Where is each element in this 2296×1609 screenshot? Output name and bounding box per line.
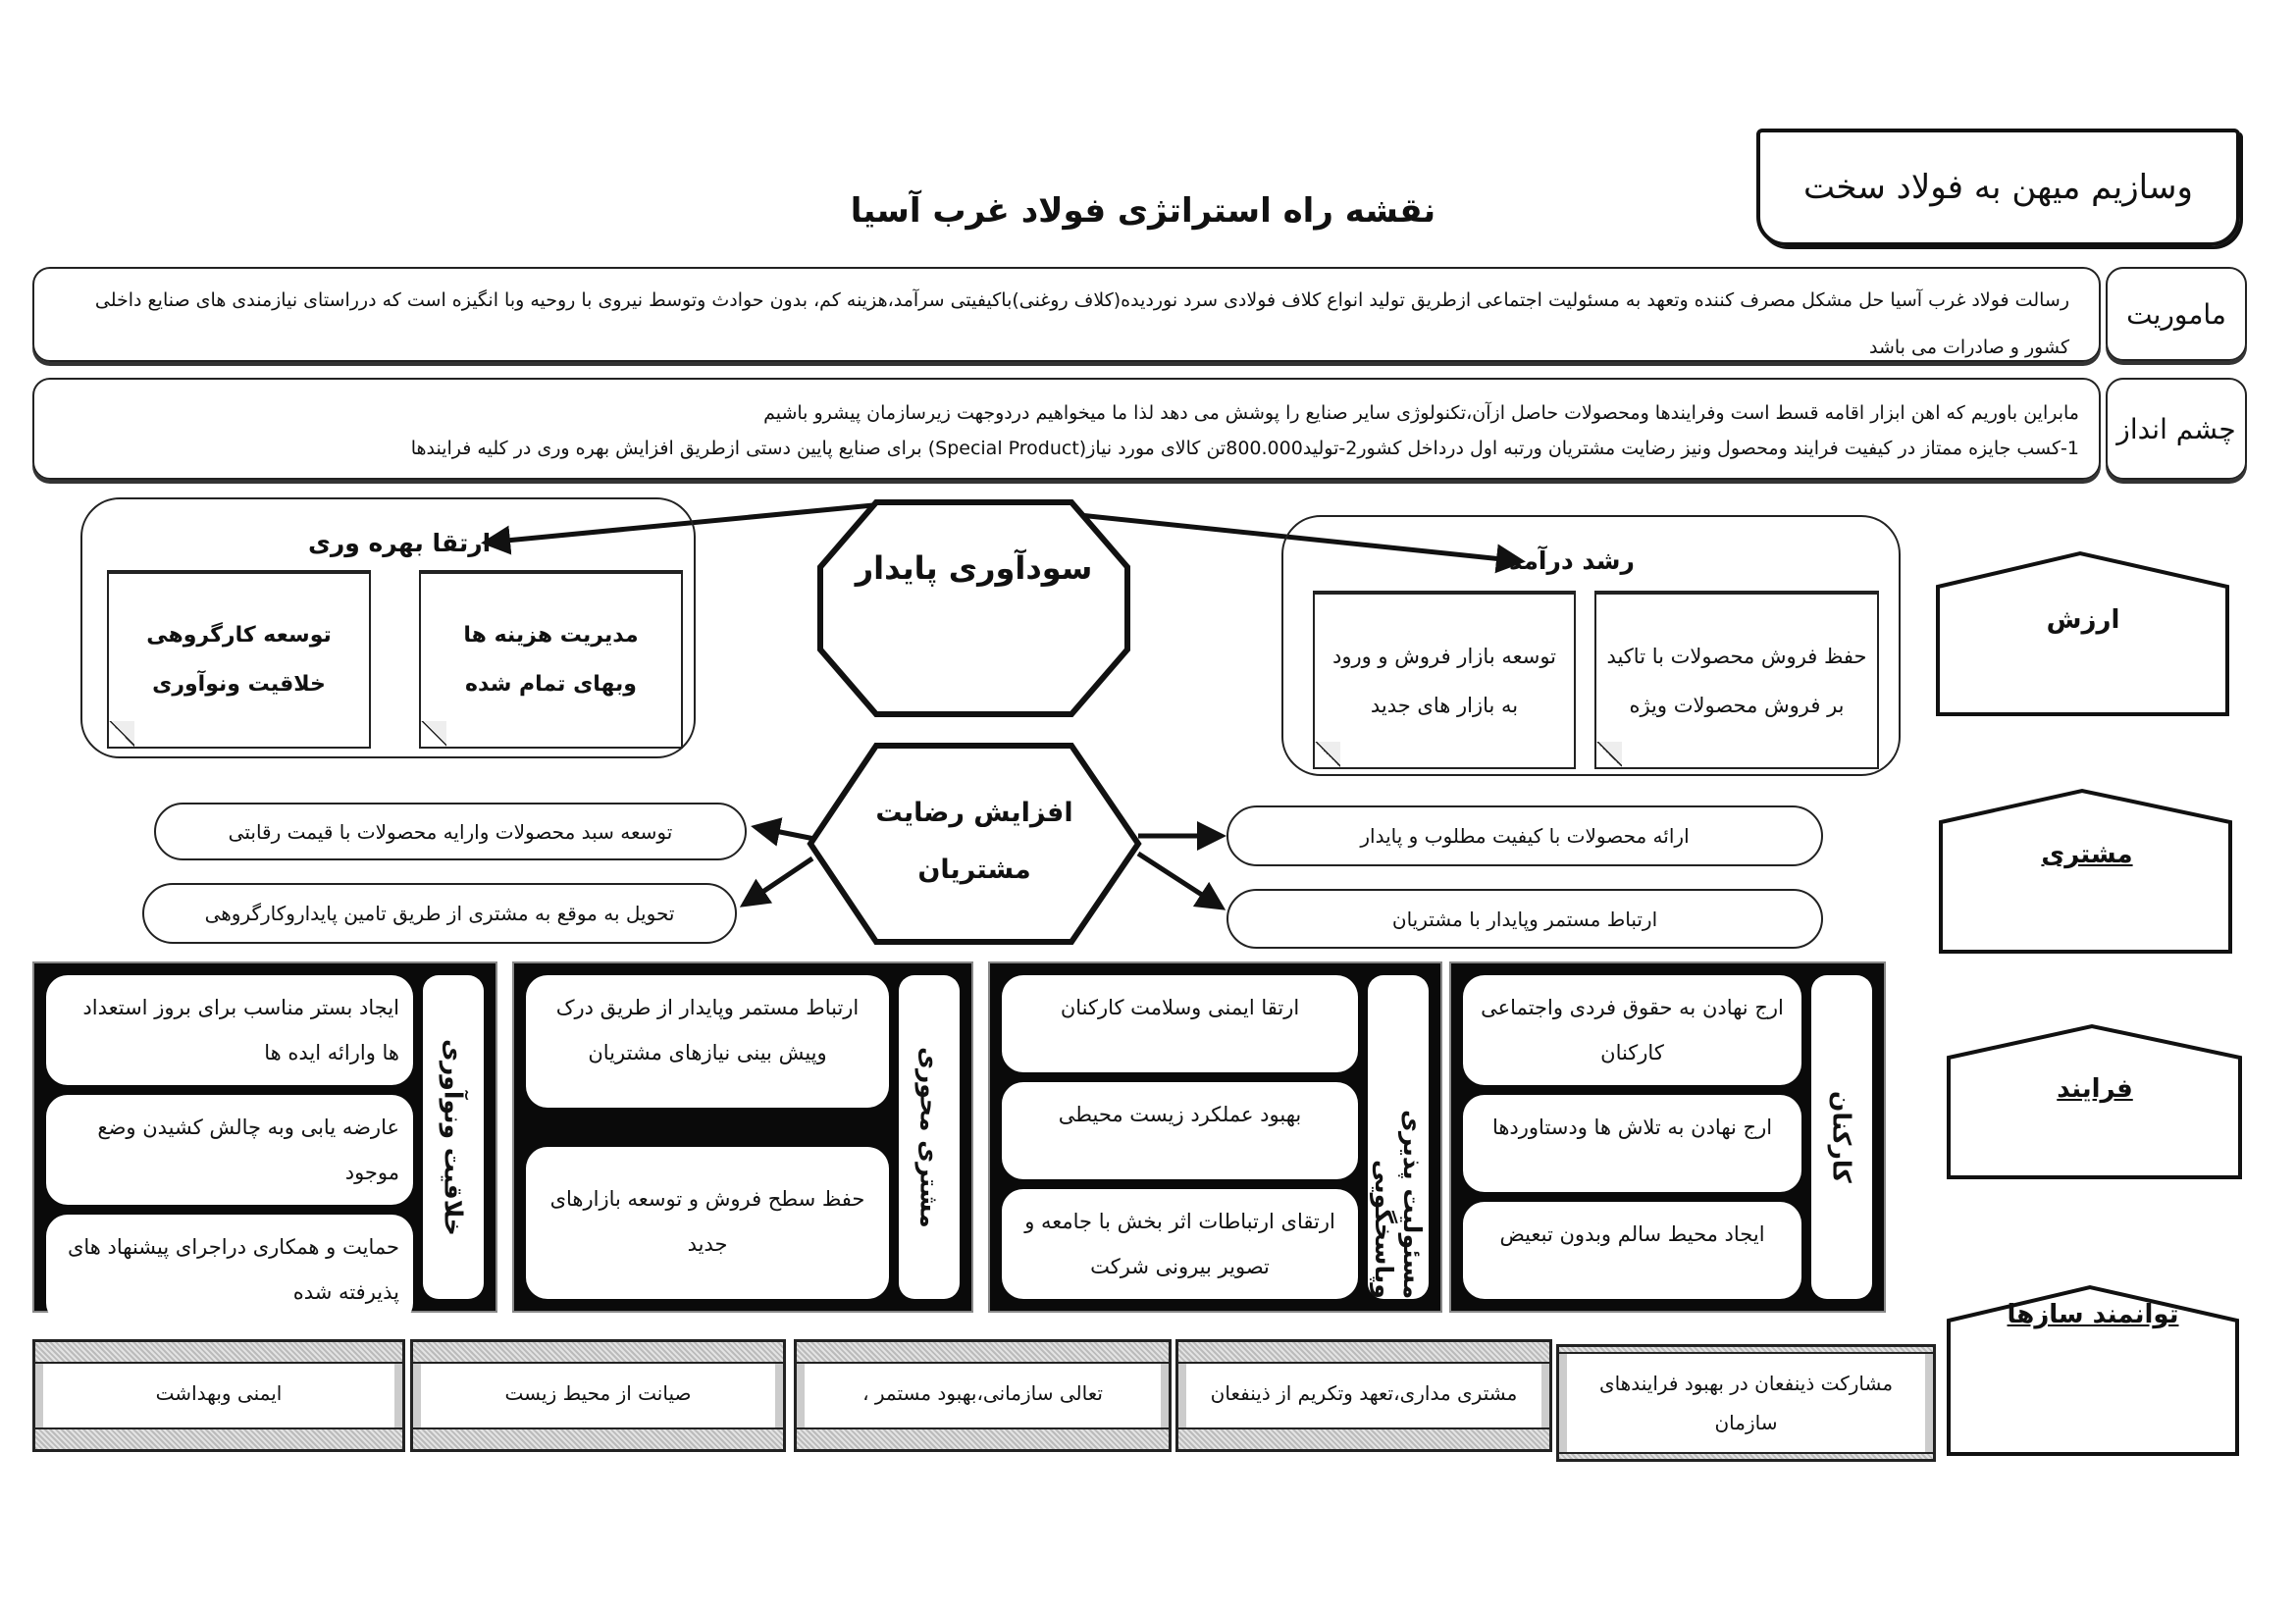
- perspective-customer: مشتری: [2041, 840, 2133, 869]
- panel-label: کارکنان: [1811, 975, 1872, 1299]
- arrow-right-2: [1136, 851, 1226, 910]
- panel-label: مسئولیت پذیری وپاسخگویی: [1368, 975, 1429, 1299]
- productivity-title: ارتقا بهره وری: [308, 529, 492, 557]
- process-item: ارتباط مستمر وپایدار از طریق درک وپیش بی…: [526, 975, 889, 1108]
- vision-line-1: مابراین باوریم که اهن ابزار اقامه قسط اس…: [763, 402, 2079, 424]
- vision-label: چشم انداز: [2106, 378, 2247, 480]
- page-fold-icon: [1315, 742, 1340, 767]
- satisfaction-title: افزایش رضایت مشتریان: [875, 798, 1073, 885]
- revenue-group: رشد درآمد حفظ فروش محصولات با تاکید بر ف…: [1281, 515, 1901, 776]
- process-item: عارضه یابی وبه چالش کشیدن وضع موجود: [46, 1095, 413, 1205]
- customer-goal-right-1: ارائه محصولات با کیفیت مطلوب و پایدار: [1226, 805, 1823, 866]
- note-text: توسعه بازار فروش و ورود به بازار های جدی…: [1331, 645, 1557, 717]
- mission-text: رسالت فولاد غرب آسیا حل مشکل مصرف کننده …: [32, 267, 2101, 362]
- process-item: حفظ سطح فروش و توسعه بازارهای جدید: [526, 1147, 889, 1299]
- satisfaction-hexagon: [807, 743, 1142, 945]
- enabler-box: تعالی سازمانی،بهبود مستمر ،: [794, 1339, 1172, 1452]
- note-text: مدیریت هزینه ها وبهای تمام شده: [463, 623, 639, 697]
- page-fold-icon: [1596, 742, 1622, 767]
- process-item: ایجاد محیط سالم وبدون تبعیض: [1463, 1202, 1801, 1299]
- process-panel-customer-focus: مشتری محوری ارتباط مستمر وپایدار از طریق…: [512, 961, 973, 1313]
- vision-line-2: 1-کسب جایزه ممتاز در کیفیت فرایند ومحصول…: [410, 438, 2079, 459]
- panel-label: مشتری محوری: [899, 975, 960, 1299]
- process-item: بهبود عملکرد زیست محیطی: [1002, 1082, 1358, 1179]
- process-item: ارتقا ایمنی وسلامت کارکنان: [1002, 975, 1358, 1072]
- arrow-left-2: [739, 856, 814, 908]
- mission-label: ماموریت: [2106, 267, 2247, 361]
- customer-goal-right-2: ارتباط مستمر وپایدار با مشتریان: [1226, 889, 1823, 949]
- enabler-box: مشتری مداری،تعهد وتکریم از ذینفعان: [1175, 1339, 1552, 1452]
- note-new-markets: توسعه بازار فروش و ورود به بازار های جدی…: [1313, 591, 1576, 769]
- enabler-text: مشتری مداری،تعهد وتکریم از ذینفعان: [1178, 1364, 1549, 1427]
- profitability-octagon: [817, 499, 1130, 717]
- note-special-products: حفظ فروش محصولات با تاکید بر فروش محصولا…: [1594, 591, 1879, 769]
- process-item: ارتقای ارتباطات اثر بخش با جامعه و تصویر…: [1002, 1189, 1358, 1299]
- customer-goal-left-1: توسعه سبد محصولات وارایه محصولات با قیمت…: [154, 803, 747, 860]
- perspective-value: ارزش: [2046, 605, 2120, 635]
- enabler-text: ایمنی وبهداشت: [35, 1364, 402, 1427]
- perspective-process: فرایند: [2057, 1074, 2133, 1104]
- panel-label: خلاقیت ونوآوری: [423, 975, 484, 1299]
- enabler-text: صیانت از محیط زیست: [413, 1364, 783, 1427]
- process-item: ارج نهادن به تلاش ها ودستاوردها: [1463, 1095, 1801, 1192]
- process-panel-responsibility: مسئولیت پذیری وپاسخگویی ارتقا ایمنی وسلا…: [988, 961, 1442, 1313]
- enabler-text: تعالی سازمانی،بهبود مستمر ،: [797, 1364, 1169, 1427]
- slogan-banner: وسازیم میهن به فولاد سخت: [1756, 129, 2240, 246]
- profitability-title: سودآوری پایدار: [855, 549, 1093, 587]
- note-teamwork: توسعه کارگروهی خلاقیت ونوآوری: [107, 570, 371, 749]
- page-fold-icon: [109, 721, 134, 747]
- process-panel-innovation: خلاقیت ونوآوری ایجاد بستر مناسب برای برو…: [32, 961, 497, 1324]
- vision-box: مابراین باوریم که اهن ابزار اقامه قسط اس…: [32, 378, 2101, 480]
- enabler-text: مشارکت ذینفعان در بهبود فرایندهای سازمان: [1559, 1354, 1933, 1452]
- enabler-box: ایمنی وبهداشت: [32, 1339, 405, 1452]
- process-panel-employees: کارکنان ارج نهادن به حقوق فردی واجتماعی …: [1449, 961, 1886, 1313]
- revenue-title: رشد درآمد: [1509, 546, 1635, 575]
- note-text: توسعه کارگروهی خلاقیت ونوآوری: [146, 623, 332, 697]
- process-item: حمایت و همکاری دراجرای پیشنهاد های پذیرف…: [46, 1215, 413, 1324]
- enabler-box: مشارکت ذینفعان در بهبود فرایندهای سازمان: [1556, 1344, 1936, 1462]
- enabler-box: صیانت از محیط زیست: [410, 1339, 786, 1452]
- process-item: ایجاد بستر مناسب برای بروز استعداد ها وا…: [46, 975, 413, 1085]
- customer-goal-left-2: تحویل به موقع به مشتری از طریق تامین پای…: [142, 883, 737, 944]
- note-cost-management: مدیریت هزینه ها وبهای تمام شده: [419, 570, 683, 749]
- process-item: ارج نهادن به حقوق فردی واجتماعی کارکنان: [1463, 975, 1801, 1085]
- perspective-enablers: توانمند سازها: [2007, 1300, 2179, 1329]
- page-fold-icon: [421, 721, 446, 747]
- perspective-shapes: [1936, 550, 2242, 1456]
- productivity-group: ارتقا بهره وری مدیریت هزینه ها وبهای تما…: [80, 497, 696, 758]
- arrow-left-1: [751, 817, 815, 847]
- page-title: نقشه راه استراتژی فولاد غرب آسیا: [850, 191, 1436, 231]
- note-text: حفظ فروش محصولات با تاکید بر فروش محصولا…: [1606, 645, 1867, 717]
